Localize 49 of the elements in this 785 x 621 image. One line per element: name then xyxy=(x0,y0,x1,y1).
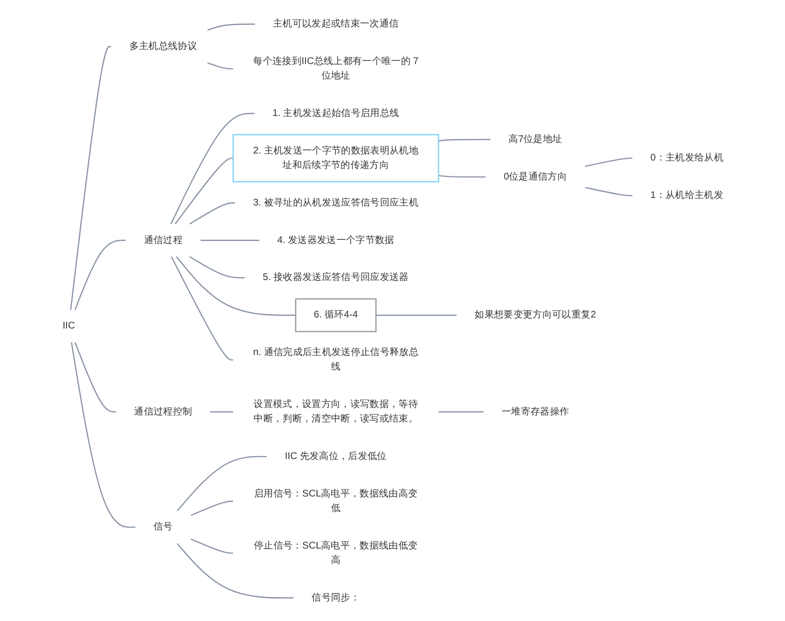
node-text: IIC 先发高位，后发低位 xyxy=(284,450,386,461)
node-text: IIC xyxy=(62,320,74,330)
connector xyxy=(200,239,259,240)
connector xyxy=(70,342,135,528)
connector xyxy=(188,202,235,224)
connector xyxy=(176,455,266,511)
node-box: 6. 循环4-4 xyxy=(294,298,376,332)
connector xyxy=(190,500,233,516)
connector xyxy=(438,174,486,178)
connector xyxy=(206,23,254,30)
node-text: 4. 发送器发送一个字节数据 xyxy=(276,234,394,245)
connector xyxy=(210,410,233,412)
node-text: 信号 xyxy=(152,521,172,532)
node-text: 每个连接到IIC总线上都有一个唯一的 7位地址 xyxy=(252,56,418,80)
connector xyxy=(170,112,254,224)
connector xyxy=(175,256,296,316)
connector xyxy=(188,256,244,278)
node-text: 主机可以发起或结束一次通信 xyxy=(272,18,398,28)
connector xyxy=(584,186,632,196)
connector xyxy=(74,239,126,310)
node-text: 停止信号：SCL高电平，数据线由低变高 xyxy=(253,540,418,565)
connector xyxy=(174,157,233,224)
node-text: 如果想要变更方向可以重复2 xyxy=(474,309,596,320)
node-text: 1：从机给主机发 xyxy=(650,190,723,200)
node-text: 通信过程 xyxy=(143,234,182,245)
node-text: 0：主机发给从机 xyxy=(650,152,723,163)
connector xyxy=(190,538,233,554)
node-text: 信号同步： xyxy=(311,592,360,602)
node-box: 2. 主机发送一个字节的数据表明从机地址和后续字节的传递方向 xyxy=(232,134,439,182)
node-text: n. 通信完成后主机发送停止信号释放总线 xyxy=(252,346,418,372)
connector xyxy=(206,62,233,69)
connector xyxy=(176,542,294,598)
node-text: 5. 接收器发送应答信号回应发送器 xyxy=(262,272,408,282)
connector xyxy=(584,157,632,166)
connector xyxy=(74,342,116,412)
node-text: 高7位是地址 xyxy=(508,134,562,144)
node-text: 多主机总线协议 xyxy=(128,40,196,51)
connector xyxy=(70,45,111,310)
node-text: 1. 主机发送起始信号启用总线 xyxy=(272,108,399,118)
connector xyxy=(438,410,483,412)
connector xyxy=(375,314,456,316)
node-text: 一堆寄存器操作 xyxy=(501,406,569,416)
node-text: 0位是通信方向 xyxy=(503,170,567,182)
connector xyxy=(170,256,233,360)
node-text: 通信过程控制 xyxy=(134,406,192,416)
node-text: 3. 被寻址的从机发送应答信号回应主机 xyxy=(252,196,418,208)
node-text: 启用信号：SCL高电平，数据线由高变低 xyxy=(253,488,418,513)
node-text: 设置模式，设置方向，读写数据，等待中断，判断，清空中断，读写或结束。 xyxy=(253,398,418,424)
connector xyxy=(438,138,490,142)
